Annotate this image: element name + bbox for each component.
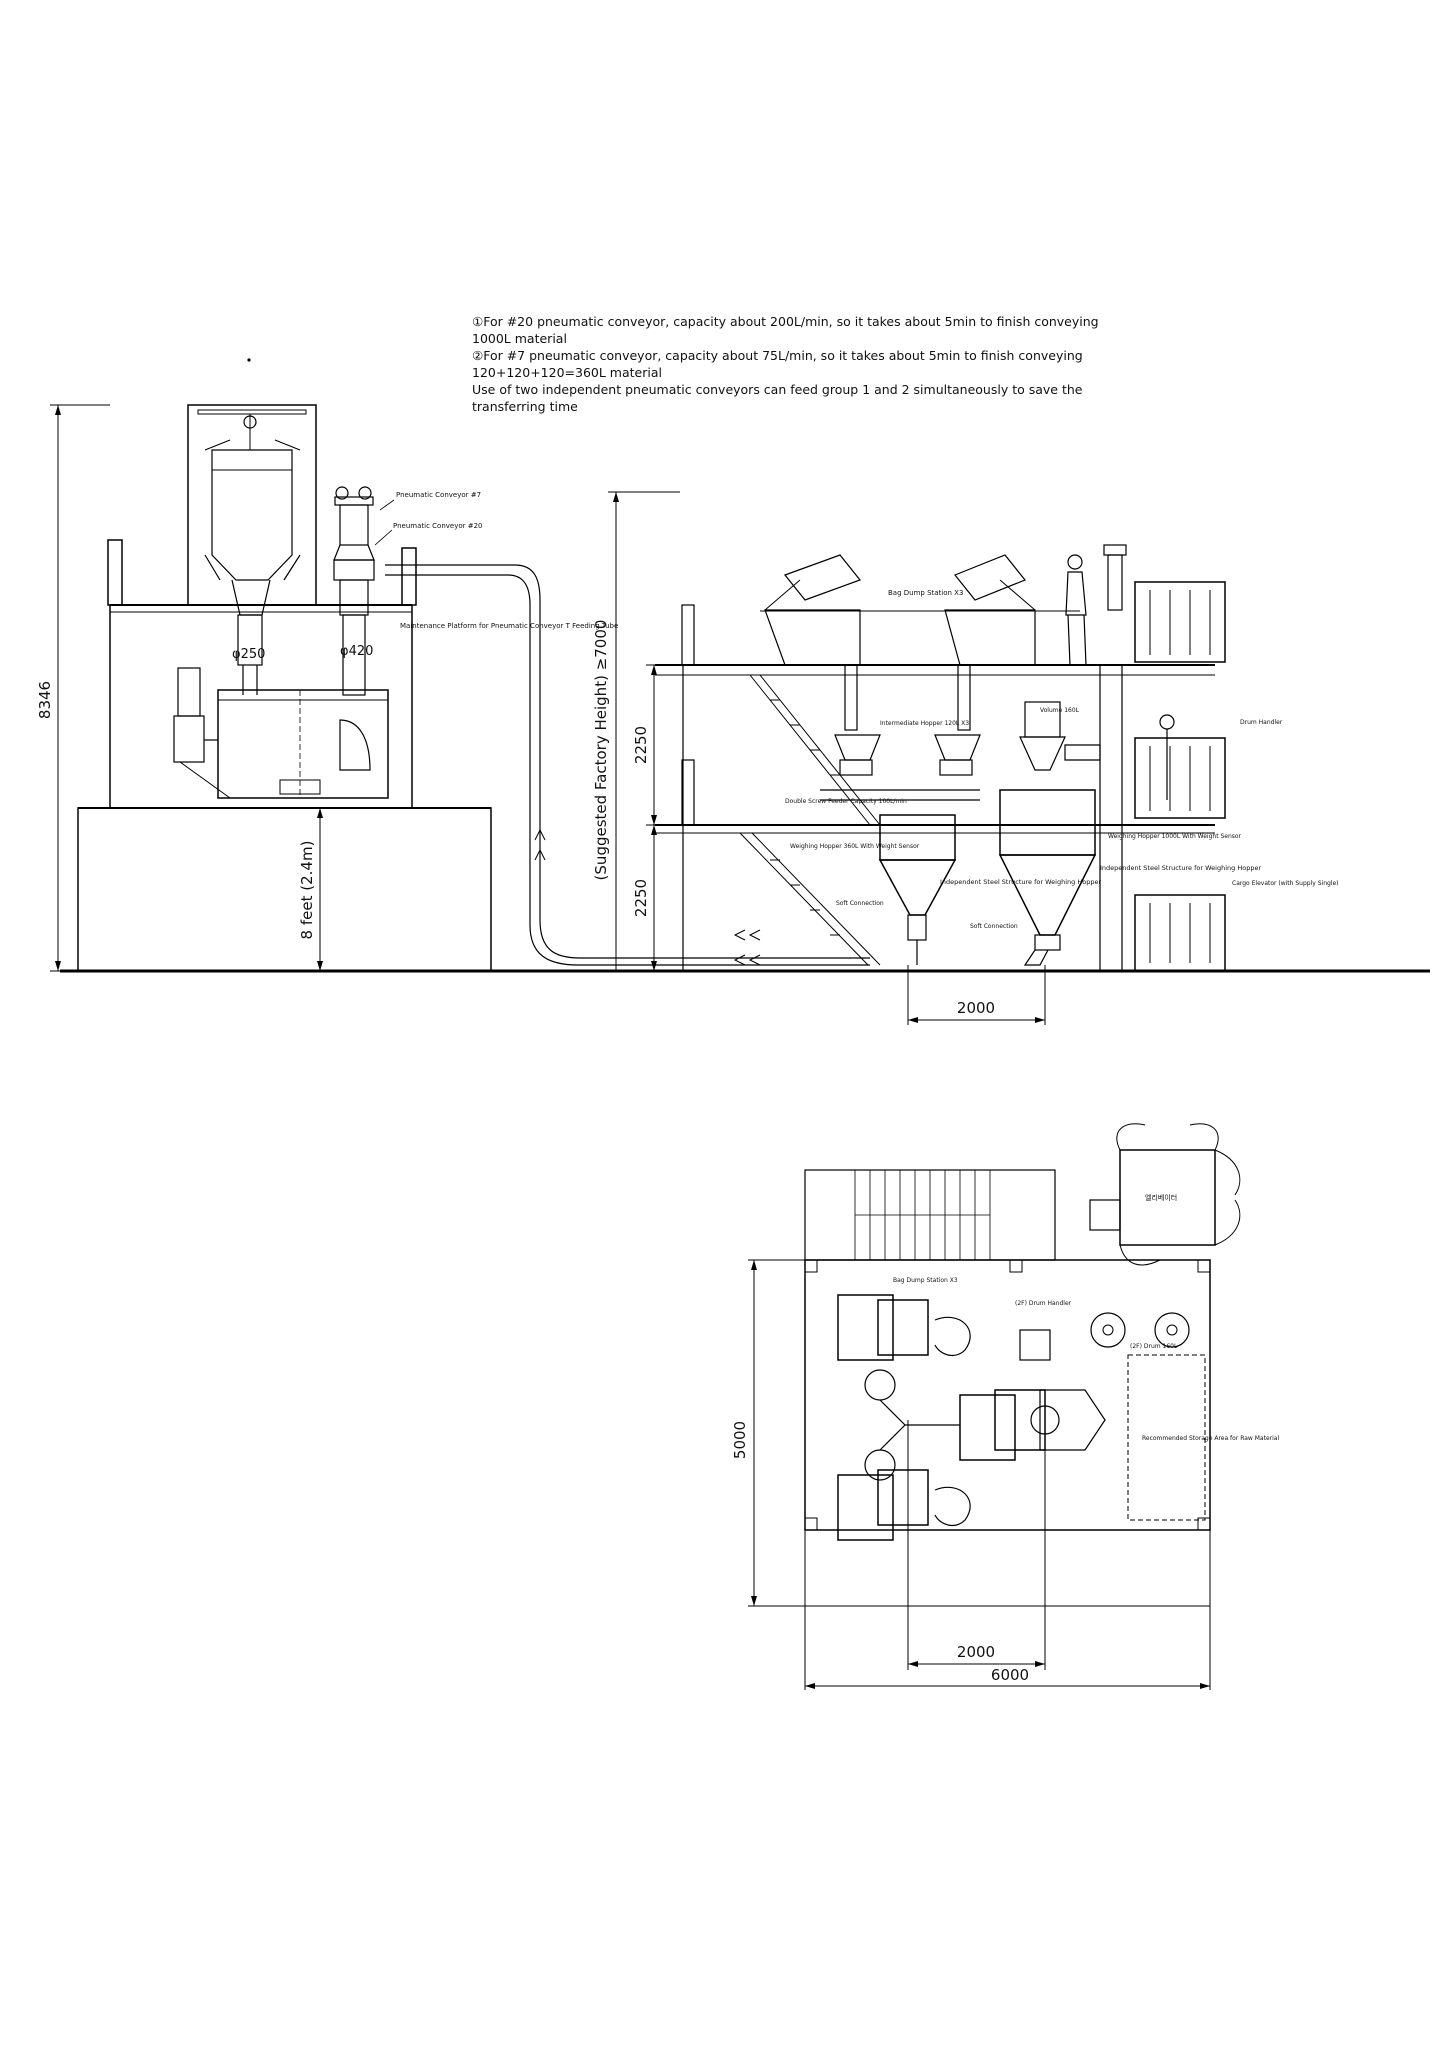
label-weighing-hopper-right: Weighing Hopper 1000L With Weight Sensor	[1108, 833, 1242, 840]
plan-storage-area	[1127, 1354, 1206, 1521]
weighing-hoppers: Weighing Hopper 360L With Weight Sensor …	[790, 789, 1261, 966]
note-2: ②For #7 pneumatic conveyor, capacity abo…	[472, 348, 1083, 380]
plan-label-drum: (2F) Drum 160L	[1130, 1343, 1178, 1350]
dim-hopper-spacing-label: 2000	[957, 999, 995, 1017]
intermediate-hoppers: Intermediate Hopper 120L X3 Double Screw…	[785, 664, 1101, 805]
plan-dim-width: 6000	[805, 1666, 1210, 1689]
plan-drums: (2F) Drum Handler (2F) Drum 160L	[1015, 1300, 1190, 1361]
conveying-pipe	[385, 564, 870, 966]
plan-dim-depth-label: 5000	[731, 1421, 749, 1459]
plan-label-storage-area: Recommended Storage Area for Raw Materia…	[1142, 1435, 1279, 1442]
big-bag-frame: φ250	[187, 404, 317, 695]
label-drum-handler: Drum Handler	[1240, 719, 1283, 726]
raised-platform	[77, 807, 492, 972]
dim-total-height: 8346	[36, 404, 110, 972]
label-volume-hopper: Volume 160L	[1040, 707, 1080, 714]
dim-platform-height-label: 8 feet (2.4m)	[298, 841, 316, 940]
dim-level-upper-label: 2250	[632, 726, 650, 764]
plan-dim-hopper-spacing: 2000	[907, 1420, 1046, 1670]
dim-hopper-spacing: 2000	[907, 965, 1046, 1025]
dim-factory-height-label: (Suggested Factory Height) ≥7000	[592, 620, 610, 881]
plan-label-drum-handler: (2F) Drum Handler	[1015, 1300, 1072, 1307]
plan-bag-dump-stations: Bag Dump Station X3	[837, 1277, 1106, 1541]
ribbon-mixer	[173, 667, 389, 799]
dim-platform-height: 8 feet (2.4m)	[298, 808, 323, 971]
dim-total-height-label: 8346	[36, 681, 54, 719]
label-maintenance-platform: Maintenance Platform for Pneumatic Conve…	[400, 622, 618, 630]
dim-pipe-right-label: φ420	[340, 644, 373, 659]
label-steel-structure-right: Independent Steel Structure for Weighing…	[1100, 864, 1261, 872]
pneumatic-conveyor-column: φ420 Pneumatic Conveyor #7 Pneumatic Con…	[333, 486, 483, 696]
drum-racks: Drum Handler Cargo Elevator (with Supply…	[1134, 581, 1339, 972]
label-double-screw-feeder: Double Screw Feeder Capacity 100L/min	[785, 798, 907, 805]
note-3: Use of two independent pneumatic conveyo…	[472, 382, 1083, 414]
label-intermediate-hopper: Intermediate Hopper 120L X3	[880, 720, 969, 727]
label-weighing-hopper-left: Weighing Hopper 360L With Weight Sensor	[790, 843, 920, 850]
stray-dot	[247, 358, 251, 362]
notes-block: ①For #20 pneumatic conveyor, capacity ab…	[472, 313, 1112, 415]
label-pneumatic-conveyor-20: Pneumatic Conveyor #20	[393, 522, 483, 530]
dim-level-lower-label: 2250	[632, 879, 650, 917]
plan-label-bag-dump-station: Bag Dump Station X3	[893, 1277, 958, 1284]
dim-levels: 2250 2250	[632, 664, 680, 971]
steel-structure	[655, 604, 1215, 971]
label-steel-structure-left: Independent Steel Structure for Weighing…	[940, 878, 1101, 886]
label-soft-connection-left: Soft Connection	[836, 900, 884, 907]
elevation-view: 8346 8 feet (2.4m)	[36, 404, 1430, 1025]
plan-dim-width-label: 6000	[991, 1666, 1029, 1684]
plan-dim-hopper-spacing-label: 2000	[957, 1643, 995, 1661]
dim-factory-height: (Suggested Factory Height) ≥7000	[592, 491, 680, 971]
plan-view: 엘리베이터 Bag Dump Station X3 (2F) Drum Hand…	[731, 1123, 1279, 1690]
plan-dim-depth: 5000	[731, 1259, 805, 1607]
dim-pipe-left-label: φ250	[232, 647, 265, 662]
label-soft-connection-right: Soft Connection	[970, 923, 1018, 930]
plan-elevator: 엘리베이터	[1089, 1123, 1241, 1266]
label-elevator-box: 엘리베이터	[1145, 1193, 1177, 1202]
label-cargo-elevator: Cargo Elevator (with Supply Single)	[1232, 880, 1339, 887]
label-bag-dump-station: Bag Dump Station X3	[888, 589, 963, 597]
note-1: ①For #20 pneumatic conveyor, capacity ab…	[472, 314, 1099, 346]
label-pneumatic-conveyor-7: Pneumatic Conveyor #7	[396, 491, 481, 499]
bag-dump-stations: Bag Dump Station X3	[760, 544, 1127, 666]
